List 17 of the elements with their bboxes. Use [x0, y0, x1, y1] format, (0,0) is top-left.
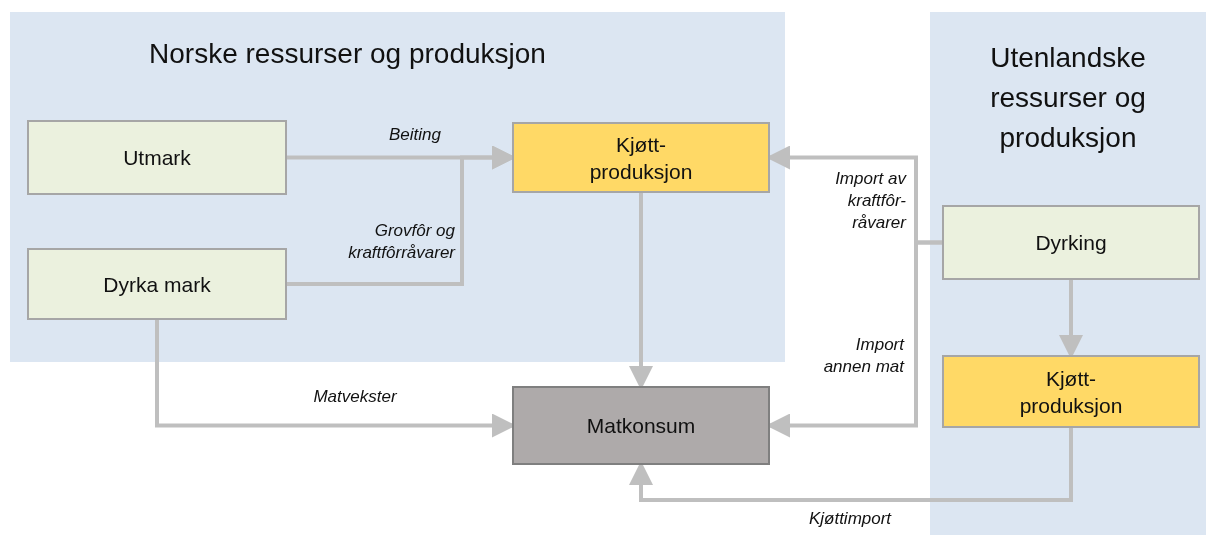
edge-label: Matvekster [312, 386, 398, 408]
edge-label: Grovfôr og kraftfôrråvarer [347, 220, 455, 264]
process-box: Kjøtt- produksjon [942, 355, 1200, 428]
edge-label: Import annen mat [822, 334, 904, 378]
process-box: Dyrking [942, 205, 1200, 280]
arrow [629, 428, 1073, 502]
panel-title: Utenlandske ressurser og produksjon [989, 41, 1147, 155]
edge-label: Import av kraftfôr- råvarer [834, 168, 906, 234]
group-panel [930, 12, 1206, 535]
process-box: Kjøtt- produksjon [512, 122, 770, 193]
edge-label: Beiting [388, 124, 442, 146]
process-box: Matkonsum [512, 386, 770, 465]
panel-title: Norske ressurser og produksjon [148, 37, 547, 71]
process-box: Utmark [27, 120, 287, 195]
process-box: Dyrka mark [27, 248, 287, 320]
edge-label: Kjøttimport [807, 508, 893, 530]
group-panel [10, 12, 785, 362]
